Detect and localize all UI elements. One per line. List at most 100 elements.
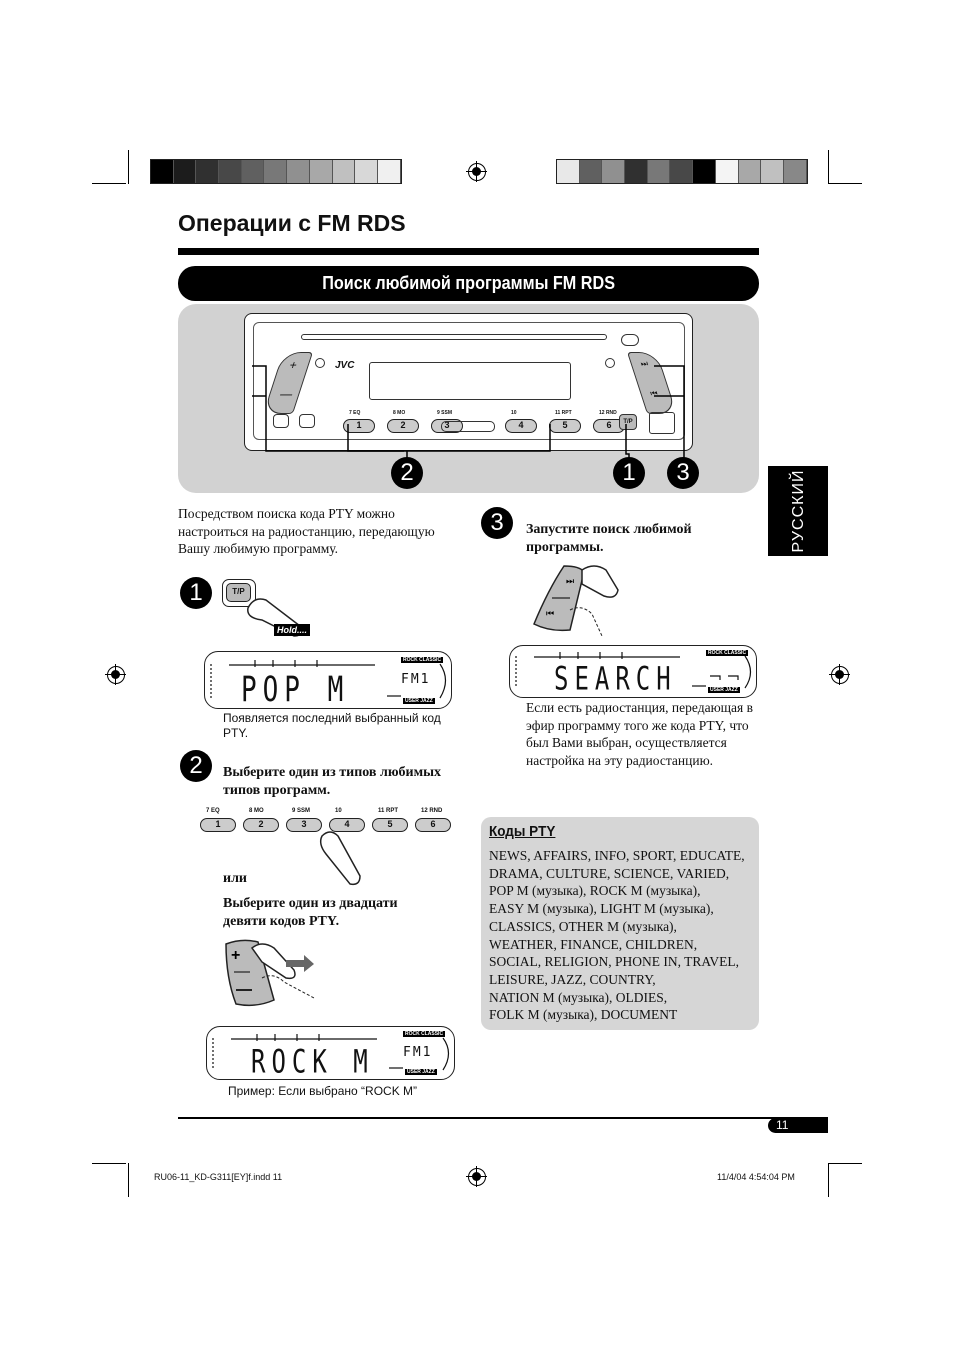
crop-mark <box>828 183 862 184</box>
volume-rocker-finger-icon: + <box>225 939 315 1007</box>
lcd-label-user-jazz: USER JAZZ <box>403 698 435 704</box>
preset-button-1[interactable]: 1 <box>343 419 375 433</box>
title-rule <box>178 248 759 255</box>
pty-code-line: WEATHER, FINANCE, CHILDREN, <box>489 936 698 952</box>
callout-badge-3: 3 <box>667 457 699 489</box>
color-swatch <box>173 160 197 183</box>
lcd-pty-text: POP M <box>241 670 350 711</box>
band-button[interactable] <box>299 414 315 428</box>
svg-text:⏭: ⏭ <box>566 577 574 587</box>
registration-mark-icon <box>105 664 126 685</box>
color-swatch <box>783 160 807 183</box>
crop-mark <box>828 150 829 184</box>
preset-label: 8 MO <box>249 808 264 814</box>
page-number-badge: 11 <box>768 1118 828 1133</box>
tp-button-illustration: T/P <box>222 579 256 607</box>
preset-button-3[interactable]: 3 <box>431 419 463 433</box>
color-swatch <box>738 160 762 183</box>
color-swatch <box>377 160 401 183</box>
intro-text: Посредством поиска кода PTY можно настро… <box>178 506 435 556</box>
preset-button-5[interactable]: 5 <box>549 419 581 433</box>
section-banner-label: Поиск любимой программы FM RDS <box>322 273 615 293</box>
tp-button[interactable]: T/P <box>619 414 637 430</box>
lcd-label-user-jazz: USER JAZZ <box>405 1069 437 1075</box>
color-swatch <box>264 160 288 183</box>
color-swatch <box>355 160 378 183</box>
lcd-search-text: SEARCH <box>554 660 677 698</box>
crop-mark <box>828 1163 829 1197</box>
lcd-band: FM1 <box>401 672 431 687</box>
lcd-label-rock-classic: ROCK CLASSIC <box>401 657 444 663</box>
preset-label: 9 SSM <box>292 808 311 814</box>
preset-button-1[interactable]: 1 <box>200 818 236 832</box>
color-swatch <box>151 160 174 183</box>
eject-button[interactable] <box>621 334 639 346</box>
pty-code-line: DRAMA, CULTURE, SCIENCE, VARIED, <box>489 865 730 881</box>
preset-button-4[interactable]: 4 <box>505 419 537 433</box>
preset-label: 12 RND <box>421 808 443 814</box>
callout-badge-1: 1 <box>613 457 645 489</box>
section-banner: Поиск любимой программы FM RDS <box>178 266 759 301</box>
lcd-display-search: SEARCH ROCK CLASSIC USER JAZZ <box>509 645 757 698</box>
lcd-label-user-jazz: USER JAZZ <box>708 687 740 693</box>
lcd-label-rock-classic: ROCK CLASSIC <box>706 650 749 656</box>
preset-button-6[interactable]: 6 <box>415 818 451 832</box>
page-title: Операции с FM RDS <box>178 210 406 236</box>
preset-label: 11 RPT <box>555 410 572 416</box>
registration-mark-icon <box>466 1166 487 1187</box>
preset-button-2[interactable]: 2 <box>387 419 419 433</box>
footer-rule <box>178 1117 828 1119</box>
language-tab-label: РУССКИЙ <box>790 469 807 553</box>
preset-label: 9 SSM <box>437 410 453 416</box>
pty-code-line: LEISURE, JAZZ, COUNTRY, <box>489 971 656 987</box>
color-swatch <box>670 160 694 183</box>
step-badge-3: 3 <box>481 507 513 539</box>
preset-button-4[interactable]: 4 <box>329 818 365 832</box>
registration-mark-icon <box>466 161 487 182</box>
color-swatch <box>287 160 310 183</box>
pty-code-line: FOLK M (музыка), DOCUMENT <box>489 1007 678 1023</box>
pty-codes-box: Коды PTY NEWS, AFFAIRS, INFO, SPORT, EDU… <box>481 817 759 1030</box>
crop-mark <box>92 1163 126 1164</box>
page-number: 11 <box>776 1118 789 1132</box>
preset-label: 12 RND <box>599 410 617 416</box>
preset-label: 10 <box>335 808 342 814</box>
preset-button-5[interactable]: 5 <box>372 818 408 832</box>
crop-mark <box>128 1163 129 1197</box>
print-date: 11/4/04 4:54:04 PM <box>717 1172 795 1182</box>
color-swatch <box>309 160 333 183</box>
pty-codes-heading: Коды PTY <box>489 823 556 840</box>
lcd-band: FM1 <box>403 1045 433 1060</box>
preset-button-3[interactable]: 3 <box>286 818 322 832</box>
color-swatch <box>219 160 242 183</box>
color-swatch <box>557 160 580 183</box>
tp-button-label: T/P <box>226 583 251 602</box>
source-button[interactable] <box>273 414 289 428</box>
pty-code-line: CLASSICS, OTHER M (музыка), <box>489 918 677 934</box>
color-swatch <box>602 160 626 183</box>
step2-instruction-b: Выберите один из двадцати девяти кодов P… <box>223 896 398 929</box>
color-swatch <box>196 160 220 183</box>
callout-lines <box>252 365 685 461</box>
hold-label: Hold.... <box>274 624 310 636</box>
step2-instruction-a: Выберите один из типов любимых типов про… <box>223 765 442 798</box>
brand-logo: JVC <box>335 360 355 371</box>
color-swatch <box>715 160 739 183</box>
color-swatch <box>761 160 784 183</box>
color-swatch <box>625 160 648 183</box>
preset-button-2[interactable]: 2 <box>243 818 279 832</box>
step3-caption: Если есть радиостанция, передающая в эфи… <box>526 700 754 768</box>
color-swatch <box>332 160 356 183</box>
step2-caption: Пример: Если выбрано “ROCK M” <box>228 1084 418 1098</box>
svg-text:⏮: ⏮ <box>546 609 554 619</box>
pty-codes-list: NEWS, AFFAIRS, INFO, SPORT, EDUCATE,DRAM… <box>489 847 757 1024</box>
color-swatch <box>241 160 265 183</box>
preset-label: 7 EQ <box>206 808 220 814</box>
detach-button[interactable] <box>649 412 675 434</box>
callout-badge-2: 2 <box>391 457 423 489</box>
step1-caption: Появляется последний выбранный код PTY. <box>223 711 441 740</box>
preset-label: 10 <box>511 410 517 416</box>
finger-press-icon <box>319 831 361 886</box>
